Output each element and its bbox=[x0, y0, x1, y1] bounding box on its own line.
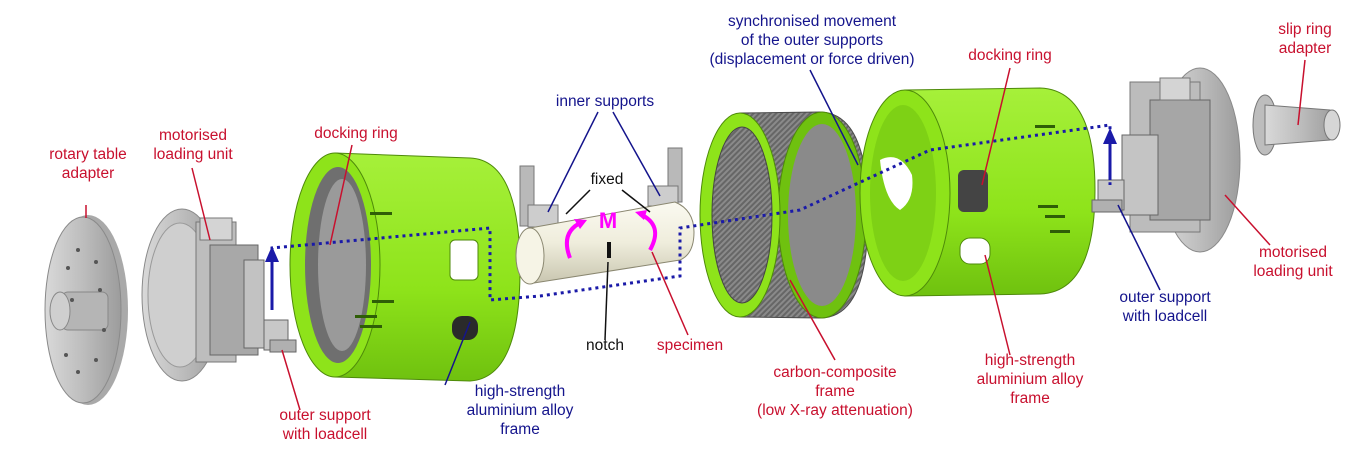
label-carbon-composite-frame: carbon-composite frame (low X-ray attenu… bbox=[757, 364, 913, 419]
label-notch: notch bbox=[586, 337, 624, 354]
label-fixed: fixed bbox=[590, 171, 624, 188]
slip-ring-adapter bbox=[1252, 94, 1341, 156]
aluminium-frame-left bbox=[289, 152, 521, 382]
notch-groove bbox=[607, 242, 611, 258]
label-aluminium-frame-right: high-strength aluminium alloy frame bbox=[976, 352, 1084, 407]
load-path-dotted bbox=[270, 123, 1112, 302]
outer-support-left bbox=[263, 319, 297, 353]
inner-support-right bbox=[647, 147, 683, 207]
label-rotary-table-adapter: rotary table adapter bbox=[49, 146, 127, 182]
label-specimen: specimen bbox=[656, 337, 724, 354]
label-outer-support-right: outer support with loadcell bbox=[1119, 289, 1211, 325]
carbon-composite-frame bbox=[699, 111, 869, 319]
label-aluminium-frame-left: high-strength aluminium alloy frame bbox=[466, 383, 574, 438]
moment-arrows bbox=[565, 210, 658, 259]
loading-direction-arrows bbox=[265, 128, 1117, 310]
label-outer-support-left: outer support with loadcell bbox=[279, 407, 371, 443]
label-synchronised-movement: synchronised movement of the outer suppo… bbox=[709, 13, 915, 68]
motorised-loading-unit-right bbox=[1121, 67, 1241, 253]
inner-support-left bbox=[519, 165, 559, 228]
label-motorised-loading-unit-left: motorised loading unit bbox=[153, 127, 233, 163]
label-docking-ring-left: docking ring bbox=[314, 125, 398, 142]
leader-lines bbox=[85, 59, 1306, 411]
moment-symbol: M bbox=[599, 208, 617, 233]
label-motorised-loading-unit-right: motorised loading unit bbox=[1253, 244, 1333, 280]
aluminium-frame-right bbox=[859, 87, 1096, 297]
label-inner-supports: inner supports bbox=[555, 93, 655, 110]
rotary-table-adapter bbox=[44, 215, 128, 405]
label-slip-ring-adapter: slip ring adapter bbox=[1278, 21, 1332, 57]
label-docking-ring-right: docking ring bbox=[968, 47, 1052, 64]
motorised-loading-unit-left bbox=[141, 208, 265, 382]
